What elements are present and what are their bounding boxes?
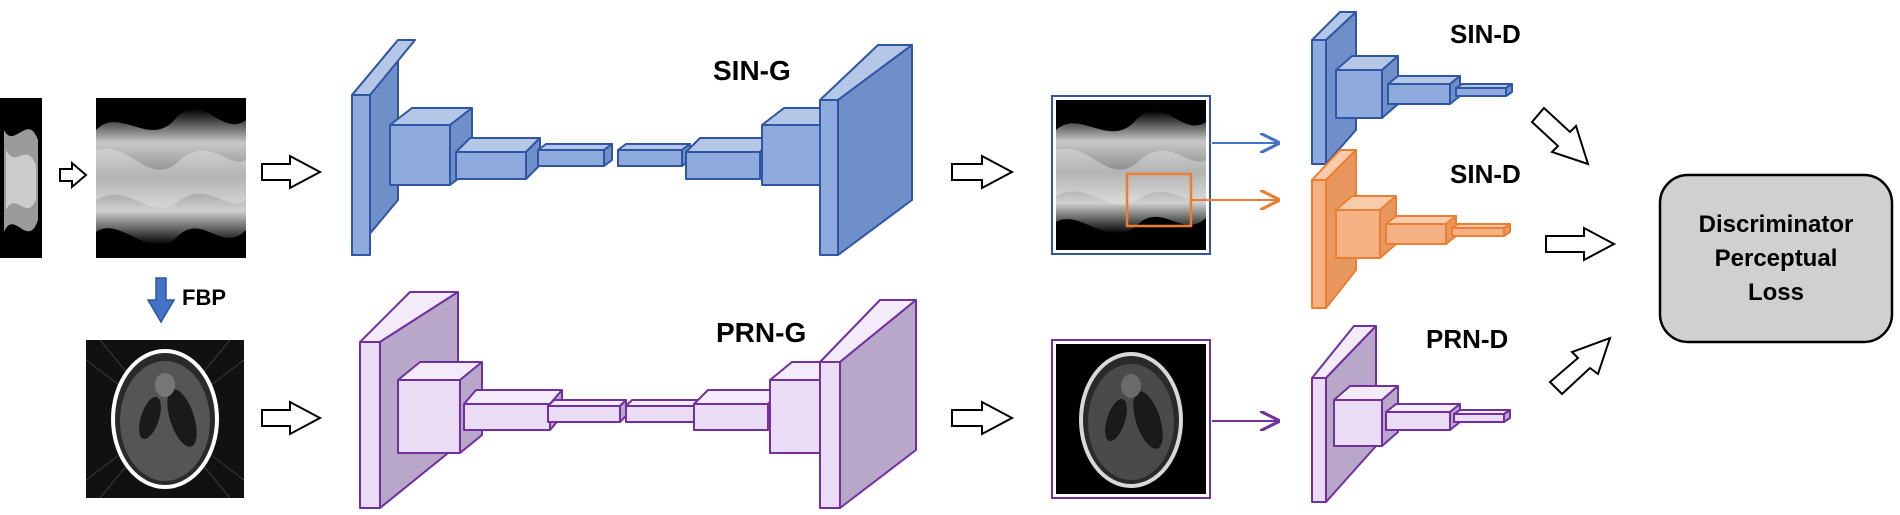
generated-sinogram [1051,95,1211,255]
prn-d-label: PRN-D [1426,324,1508,354]
sin-d-network-2 [1311,149,1511,309]
hollow-arrow-icon [1530,106,1590,166]
fbp-reconstruction-image [85,339,245,499]
sin-d-network-1 [1311,11,1513,165]
loss-label-line-3: Loss [1748,279,1804,306]
generated-reconstruction [1051,339,1211,499]
input-sinogram-narrow [0,98,42,258]
small-hollow-arrow-icon [59,160,88,190]
hollow-arrow-icon [261,400,323,436]
sin-d-label-2: SIN-D [1450,159,1521,189]
loss-label-line-2: Perceptual [1715,245,1838,272]
hollow-arrow-icon [951,400,1015,436]
sin-g-label: SIN-G [713,55,791,86]
sin-g-network [351,39,913,256]
hollow-arrow-icon [1545,226,1617,262]
loss-label-line-1: Discriminator [1699,211,1854,238]
discriminator-perceptual-loss-box: Discriminator Perceptual Loss [1658,173,1894,344]
prn-d-network [1311,325,1511,503]
hollow-arrow-icon [951,154,1015,190]
prn-g-label: PRN-G [716,317,806,348]
sin-d-label-1: SIN-D [1450,19,1521,49]
fbp-down-arrow-icon [146,277,176,324]
fbp-label: FBP [182,285,226,310]
hollow-arrow-icon [261,154,323,190]
input-sinogram-full [96,98,246,258]
hollow-arrow-icon [1548,336,1612,396]
prn-g-network [359,291,917,509]
